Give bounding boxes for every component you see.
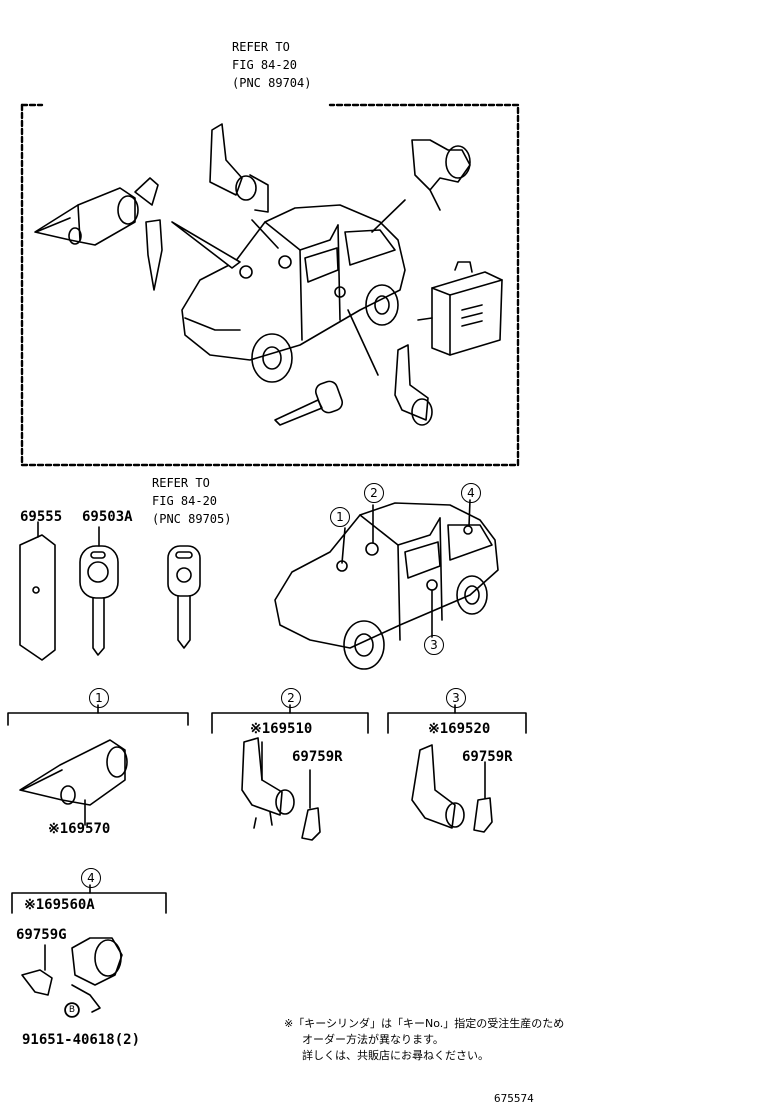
callout-4: 4 (461, 483, 481, 503)
part-number-69759R-b: 69759R (462, 749, 513, 765)
part-number-169560A: ※169560A (24, 897, 95, 913)
control-module (417, 261, 503, 356)
callout-b: B (65, 1003, 79, 1017)
part-number-69759R-a: 69759R (292, 749, 343, 765)
group-header-1: 1 (89, 688, 109, 708)
group-header-4: 4 (81, 868, 101, 888)
part-number-69503A: 69503A (82, 509, 133, 525)
key-top (274, 380, 344, 426)
callout-1: 1 (330, 507, 350, 527)
group-header-3: 3 (446, 688, 466, 708)
part-number-169510: ※169510 (250, 721, 313, 737)
group-header-2: 2 (281, 688, 301, 708)
ignition-cylinder-top (34, 177, 163, 291)
door-lock-cylinder-top (209, 123, 269, 213)
part-number-169520: ※169520 (428, 721, 491, 737)
diagram-id: 675574 (494, 1092, 534, 1105)
frame-dashed (20, 103, 520, 467)
master-key (79, 526, 119, 656)
part-number-69555: 69555 (20, 509, 63, 525)
group-bracket-3 (387, 712, 527, 734)
ignition-cylinder-group1 (19, 739, 128, 826)
callout-3: 3 (424, 635, 444, 655)
trunk-lock-cylinder-top (411, 139, 471, 211)
group-bracket-1 (7, 712, 189, 726)
group-bracket-4 (11, 892, 167, 914)
car-middle (274, 499, 499, 670)
door-lock-group2 (241, 737, 321, 841)
remote-key (167, 545, 201, 649)
callout-2: 2 (364, 483, 384, 503)
part-number-169570: ※169570 (48, 821, 111, 837)
door-lock-group3 (411, 744, 493, 833)
part-number-69759G: 69759G (16, 927, 67, 943)
part-number-91651-40618: 91651-40618(2) (22, 1032, 141, 1048)
glovebox-cylinder-top (394, 344, 433, 426)
key-plate-card (19, 534, 56, 661)
order-note: ※「キーシリンダ」は「キーNo.」指定の受注生産のためオーダー方法が異なります。… (284, 1017, 565, 1062)
car-top (181, 204, 406, 383)
trunk-lock-group4 (21, 937, 123, 1018)
